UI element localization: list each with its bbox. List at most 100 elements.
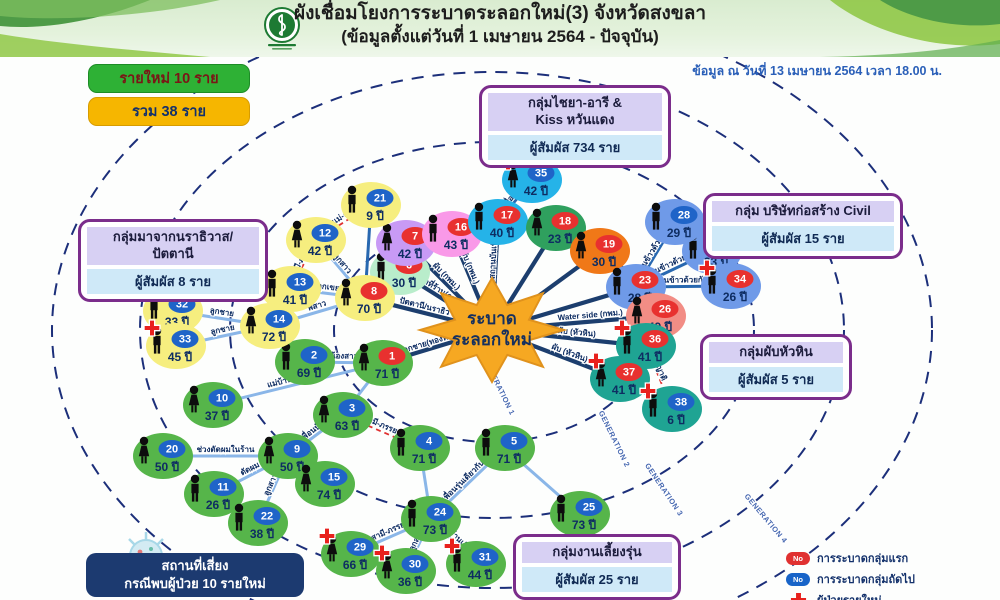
- first-cluster-badge: 19: [595, 235, 623, 253]
- first-cluster-badge: 37: [615, 363, 643, 381]
- case-age-label: 41 ปี: [638, 350, 663, 364]
- next-cluster-badge: 4: [415, 432, 443, 450]
- svg-text:36: 36: [649, 334, 661, 346]
- female-person-icon: [631, 296, 643, 324]
- case-age-label: 42 ปี: [308, 244, 333, 258]
- svg-text:23: 23: [639, 275, 651, 287]
- case-node-7: 742 ปี: [376, 220, 436, 266]
- cluster-box-narathiwat-pattani: กลุ่มมาจากนราธิวาส/ ปัตตานี ผู้สัมผัส 8 …: [78, 219, 268, 302]
- new-case-cross-icon: [143, 319, 161, 337]
- female-person-icon: [575, 231, 587, 259]
- next-cluster-badge: 9: [283, 440, 311, 458]
- generation-label: GENERATION 2: [597, 409, 632, 468]
- svg-text:5: 5: [511, 436, 517, 448]
- case-node-5: 5 71 ปี: [475, 425, 535, 471]
- svg-text:17: 17: [501, 210, 513, 222]
- male-person-icon: [234, 503, 244, 531]
- cluster-contacts: ผู้สัมผัส 8 ราย: [87, 268, 259, 294]
- edge-label: น้องสาว: [330, 350, 359, 360]
- svg-text:3: 3: [349, 403, 355, 415]
- next-cluster-badge: 28: [670, 206, 698, 224]
- case-node-2: 269 ปี: [275, 339, 335, 385]
- total-cases-badge: รวม 38 ราย: [88, 97, 250, 126]
- cluster-title: กลุ่มไชยา-อารี & Kiss หวันแดง: [488, 93, 662, 131]
- cluster-title-line: กลุ่มมาจากนราธิวาส/: [112, 229, 234, 244]
- risk-location-line: สถานที่เสี่ยง: [161, 558, 229, 573]
- new-cases-badge: รายใหม่ 10 ราย: [88, 64, 250, 93]
- cluster-box-chaiya-kiss: กลุ่มไชยา-อารี & Kiss หวันแดง ผู้สัมผัส …: [479, 85, 671, 168]
- case-node-4: 471 ปี: [390, 425, 450, 471]
- page-title-line2: (ข้อมูลตั้งแต่วันที่ 1 เมษายน 2564 - ปัจ…: [341, 26, 659, 46]
- next-cluster-badge: 22: [253, 507, 281, 525]
- female-person-icon: [318, 395, 330, 423]
- red-cross-icon: [786, 592, 810, 600]
- svg-text:11: 11: [217, 482, 229, 494]
- case-age-label: 26 ปี: [723, 290, 748, 304]
- male-person-icon: [474, 202, 484, 230]
- cluster-contacts: ผู้สัมผัส 734 ราย: [488, 134, 662, 160]
- male-person-icon: [612, 267, 622, 295]
- next-cluster-badge: 11: [209, 478, 237, 496]
- case-node-22: 22 38 ปี: [228, 500, 288, 546]
- case-age-label: 71 ปี: [497, 452, 522, 466]
- male-person-icon: [347, 185, 357, 213]
- case-age-label: 69 ปี: [297, 366, 322, 380]
- svg-text:7: 7: [412, 231, 418, 243]
- next-cluster-badge: 14: [265, 310, 293, 328]
- svg-text:16: 16: [455, 222, 467, 234]
- cluster-title-line: กลุ่มผับหัวหิน: [739, 344, 813, 359]
- next-cluster-badge: 5: [500, 432, 528, 450]
- case-age-label: 9 ปี: [366, 209, 384, 223]
- generation-ring: [139, 71, 845, 589]
- case-age-label: 6 ปี: [667, 413, 685, 427]
- female-person-icon: [358, 343, 370, 371]
- edge-label: กินข้าวด้วยกัน: [659, 274, 709, 285]
- male-person-icon: [407, 499, 417, 527]
- new-case-cross-icon: [587, 352, 605, 370]
- cluster-box-hua-hin-pub: กลุ่มผับหัวหิน ผู้สัมผัส 5 ราย: [700, 334, 852, 400]
- new-case-cross-icon: [373, 544, 391, 562]
- female-person-icon: [263, 436, 275, 464]
- cluster-title-line: กลุ่มงานเลี้ยงรุ่น: [552, 544, 642, 559]
- male-person-icon: [481, 428, 491, 456]
- case-age-label: 71 ปี: [375, 367, 400, 381]
- case-age-label: 38 ปี: [250, 527, 275, 541]
- cluster-title-line: ปัตตานี: [152, 245, 194, 261]
- legend-label: ผู้ป่วยรายใหม่: [817, 591, 881, 600]
- case-node-1: 1 71 ปี: [353, 340, 413, 386]
- female-person-icon: [300, 464, 312, 492]
- generation-ring: [51, 7, 933, 600]
- svg-text:4: 4: [426, 436, 433, 448]
- next-cluster-badge: 35: [527, 164, 555, 182]
- case-age-label: 30 ปี: [392, 276, 417, 290]
- female-person-icon: [291, 220, 303, 248]
- svg-text:35: 35: [535, 168, 547, 180]
- red-oval-no-icon: No: [786, 551, 810, 565]
- header-swoosh-decoration: [0, 0, 1000, 57]
- case-age-label: 40 ปี: [490, 226, 515, 240]
- female-person-icon: [188, 385, 200, 413]
- next-cluster-badge: 12: [311, 224, 339, 242]
- header-banner: ผังเชื่อมโยงการระบาดระลอกใหม่(3) จังหวัด…: [0, 0, 1000, 57]
- first-cluster-badge: 36: [641, 330, 669, 348]
- cluster-box-class-reunion-party: กลุ่มงานเลี้ยงรุ่น ผู้สัมผัส 25 ราย: [513, 534, 681, 600]
- svg-text:22: 22: [261, 511, 273, 523]
- female-person-icon: [340, 278, 352, 306]
- first-cluster-badge: 1: [378, 347, 406, 365]
- legend-row-new-patient: ผู้ป่วยรายใหม่: [786, 591, 915, 600]
- case-age-label: 45 ปี: [168, 350, 193, 364]
- svg-text:10: 10: [216, 393, 228, 405]
